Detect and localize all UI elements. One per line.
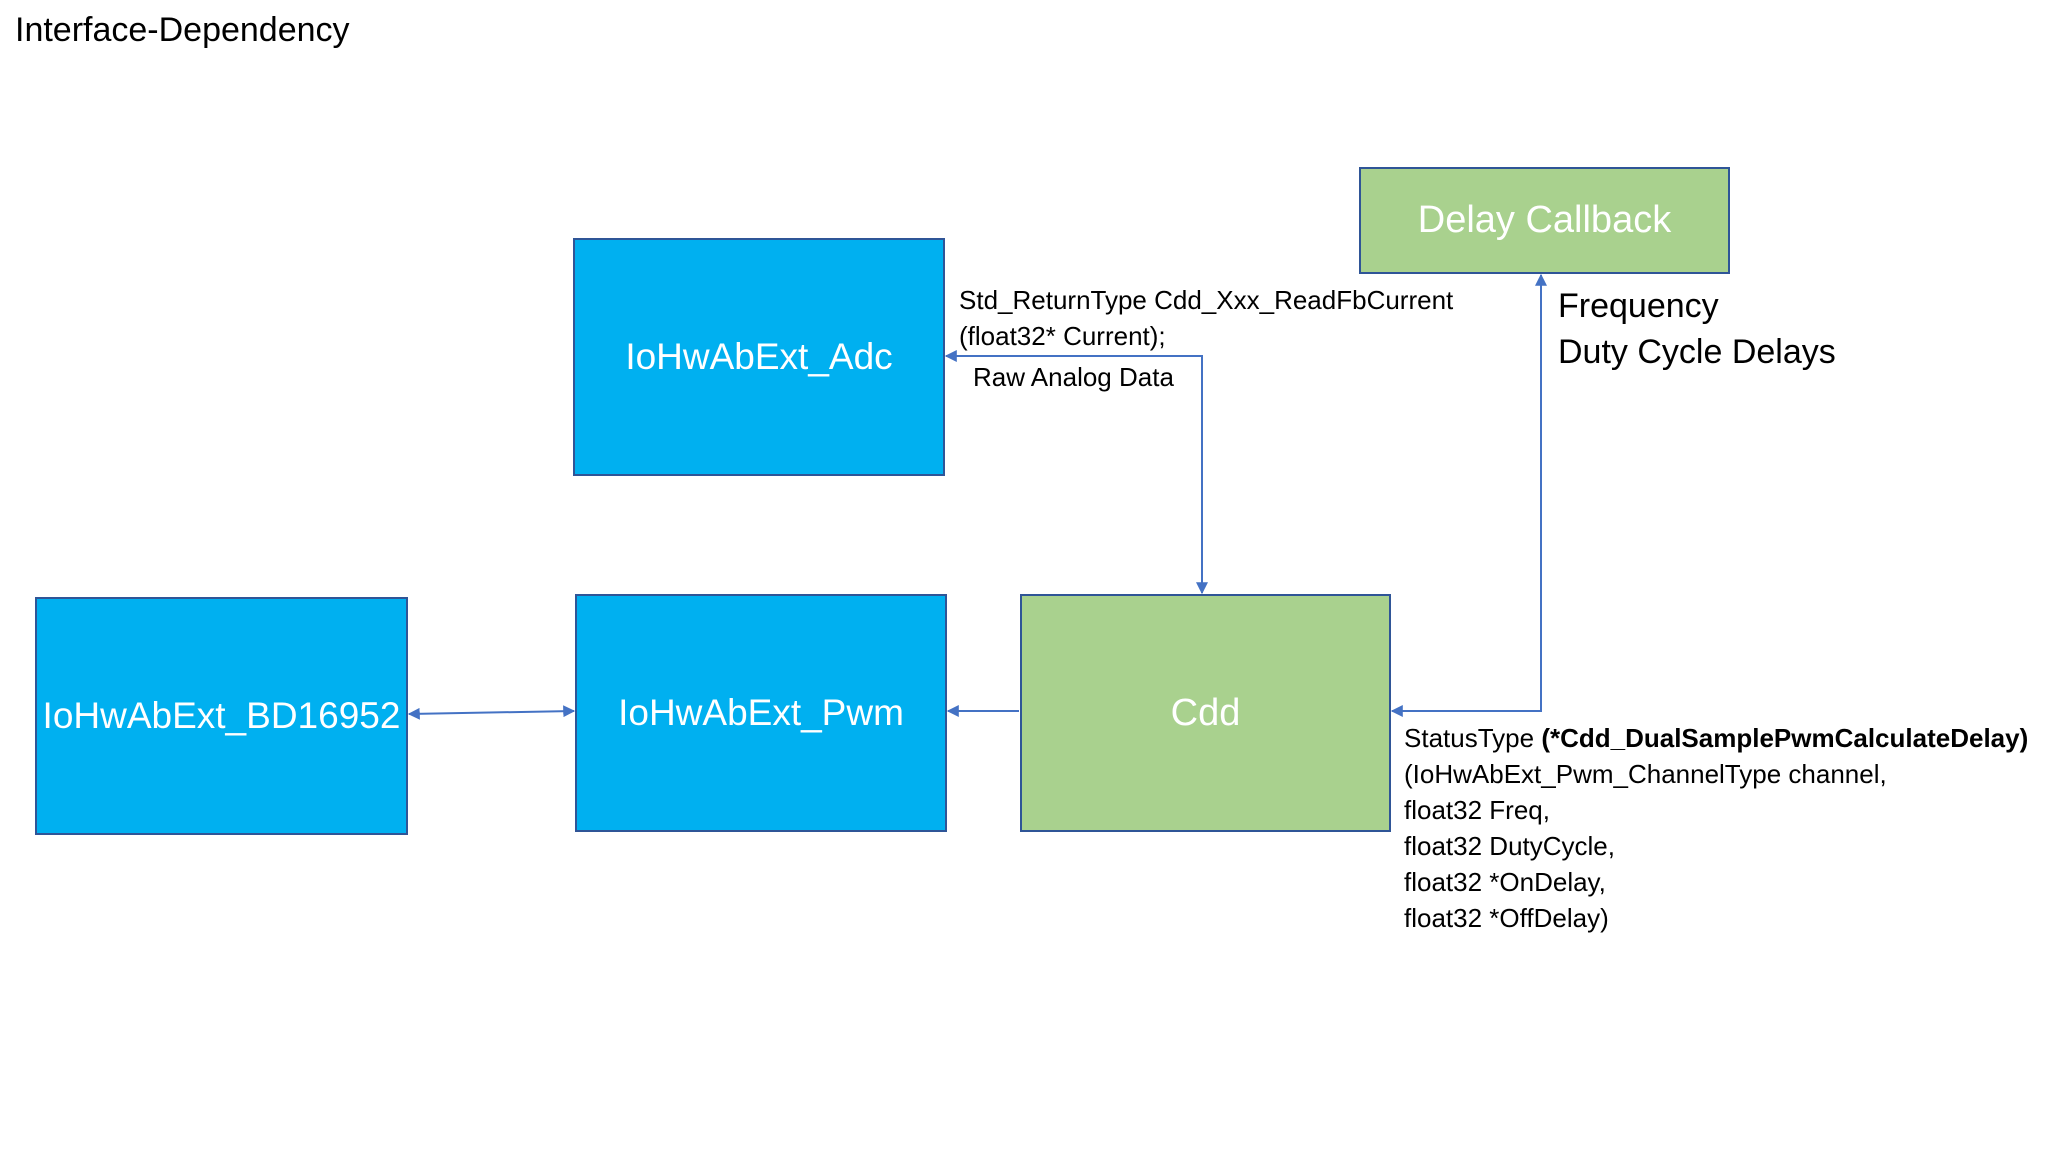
- box-delay-callback-label: Delay Callback: [1417, 199, 1672, 241]
- delay-link-label-1: Frequency: [1558, 287, 1719, 325]
- callback-signature-line-1: StatusType (*Cdd_DualSamplePwmCalculateD…: [1404, 720, 2028, 756]
- callback-param-5: float32 *OffDelay): [1404, 903, 1609, 933]
- callback-param-1: (IoHwAbExt_Pwm_ChannelType channel,: [1404, 759, 1887, 789]
- box-iohwabext-adc-label: IoHwAbExt_Adc: [625, 336, 893, 377]
- delay-link-label-2: Duty Cycle Delays: [1558, 333, 1836, 371]
- box-iohwabext-pwm-label: IoHwAbExt_Pwm: [618, 692, 904, 733]
- callback-function-name: (*Cdd_DualSamplePwmCalculateDelay): [1541, 723, 2029, 753]
- connector-bd-pwm: [407, 705, 576, 720]
- adc-link-label-3: Raw Analog Data: [973, 362, 1174, 392]
- box-iohwabext-bd16952-label: IoHwAbExt_BD16952: [42, 695, 401, 736]
- callback-param-3: float32 DutyCycle,: [1404, 831, 1615, 861]
- box-delay-callback[interactable]: Delay Callback: [1359, 167, 1730, 274]
- callback-param-2: float32 Freq,: [1404, 795, 1550, 825]
- box-iohwabext-pwm[interactable]: IoHwAbExt_Pwm: [575, 594, 947, 832]
- callback-return-type: StatusType: [1404, 723, 1542, 753]
- box-cdd[interactable]: Cdd: [1020, 594, 1391, 832]
- adc-link-label-1: Std_ReturnType Cdd_Xxx_ReadFbCurrent: [959, 285, 1454, 315]
- connector-adc-cdd: [944, 350, 1208, 595]
- box-iohwabext-bd16952[interactable]: IoHwAbExt_BD16952: [35, 597, 408, 835]
- connector-delay-cdd: [1390, 273, 1547, 717]
- callback-param-4: float32 *OnDelay,: [1404, 867, 1606, 897]
- adc-link-label-2: (float32* Current);: [959, 321, 1166, 351]
- box-iohwabext-adc[interactable]: IoHwAbExt_Adc: [573, 238, 945, 476]
- box-cdd-label: Cdd: [1170, 691, 1241, 734]
- diagram-title: Interface-Dependency: [15, 11, 350, 49]
